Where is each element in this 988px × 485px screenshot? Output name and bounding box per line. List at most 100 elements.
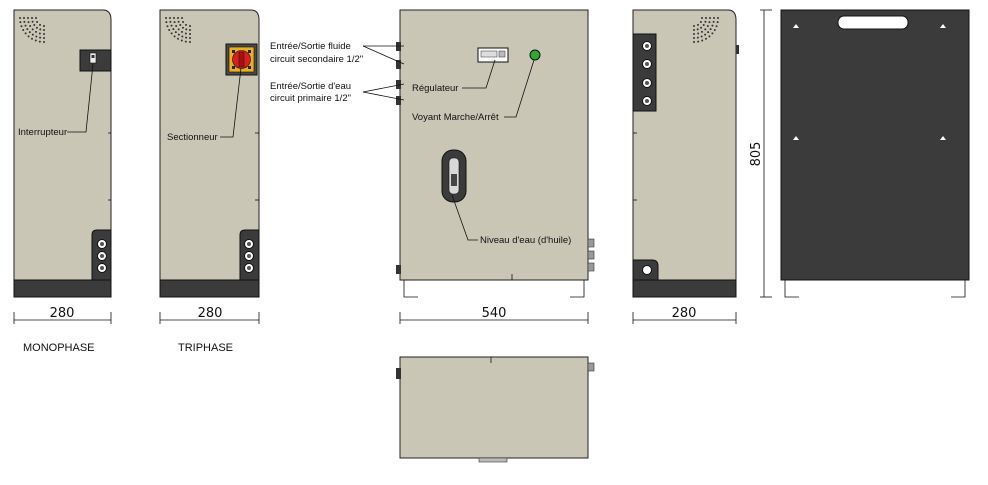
vent-hole [170,24,173,27]
back-handle-slot [837,15,909,30]
vent-hole [24,32,27,35]
vent-hole [43,29,45,31]
width-front-label: 540 [482,306,507,321]
side-fitting-panel [632,33,657,112]
vent-hole [697,32,700,35]
voyant-indicator-icon [529,49,541,61]
vent-hole [709,17,711,19]
vent-hole [43,25,45,27]
vent-hole [31,37,33,40]
vent-hole [705,17,707,19]
vent-hole [39,28,42,31]
vent-hole [170,32,173,35]
view-back: 805 [749,9,970,298]
eau-label-line2: circuit primaire 1/2" [270,93,351,104]
vent-hole [20,25,23,28]
side-knob [736,45,739,54]
side-lower-port [642,265,652,275]
vent-hole [702,24,705,27]
vent-hole [29,25,32,27]
vent-hole [23,17,25,19]
vent-hole [700,26,703,29]
vent-hole [31,33,34,36]
regulateur-label: Régulateur [412,83,458,94]
voyant-leader [504,59,535,118]
vent-hole [177,33,180,36]
fluide-label-line2: circuit secondaire 1/2" [270,54,363,65]
eau-leader [362,91,405,101]
vent-hole [701,17,703,19]
eau-leader [362,83,405,93]
vent-hole [701,30,703,33]
vent-hole [19,17,21,19]
vent-hole [181,26,184,29]
voyant-label: Voyant Marche/Arrêt [412,112,499,123]
vent-hole [179,24,182,27]
vent-hole [39,23,41,26]
vent-hole [693,37,695,39]
vent-hole [700,35,703,38]
side-cabinet [632,9,737,281]
vent-hole [711,24,714,27]
vent-hole [181,30,183,33]
vent-hole [713,29,716,31]
fluide-label-line1: Entrée/Sortie fluide [270,41,351,52]
back-panel [780,9,970,281]
vent-hole [22,29,25,31]
vent-hole [189,41,191,43]
vent-hole [701,39,704,42]
monophase-ports [97,239,107,273]
vent-hole [189,33,191,35]
vent-hole [27,21,30,24]
vent-hole [712,20,715,23]
top-cabinet [399,356,589,459]
vent-hole [172,28,175,31]
width-mono-label: 280 [50,306,75,321]
vent-hole [711,32,714,35]
monophase-base [13,279,112,298]
vent-hole [184,40,187,43]
eau-label-line1: Entrée/Sortie d'eau [270,81,351,92]
back-foot-left [784,280,799,298]
vent-hole [185,23,187,26]
vent-hole [696,36,699,39]
vent-hole [31,28,34,31]
vent-hole [693,33,695,35]
vent-hole [704,28,707,31]
monophase-vent-grille [19,17,45,43]
width-side-label: 280 [672,306,697,321]
vent-hole [708,21,711,24]
vent-hole [181,17,183,19]
view-monophase: Interrupteur [13,9,112,298]
view-front: Entrée/Sortie fluide circuit secondaire … [270,9,595,298]
vent-hole [693,41,695,43]
side-base [632,279,737,298]
sectionneur-leader [220,67,242,138]
top-fitting-right [587,362,595,372]
width-tri-label: 280 [198,306,223,321]
dimension-tri: 280 [159,306,260,324]
vent-hole [35,30,37,33]
vent-hole [181,35,184,38]
triphase-ports [244,239,254,273]
triphase-cabinet [159,9,260,281]
vent-hole [174,31,177,34]
vent-hole [189,37,191,39]
vent-hole [38,32,41,35]
regulateur-leader [462,59,496,89]
vent-hole [185,28,188,31]
dimension-front: 540 [399,306,589,324]
caption-triphase: TRIPHASE [178,342,233,354]
vent-hole [168,29,171,31]
interrupteur-leader [67,63,94,133]
front-fittings-left [396,42,401,274]
vent-hole [696,28,699,31]
vent-hole [189,29,191,31]
niveau-label: Niveau d'eau (d'huile) [480,235,571,246]
top-fitting-left [396,368,401,379]
vent-hole [708,35,711,38]
vent-hole [33,24,36,27]
vent-hole [704,20,707,23]
triphase-vent-grille [165,17,191,43]
